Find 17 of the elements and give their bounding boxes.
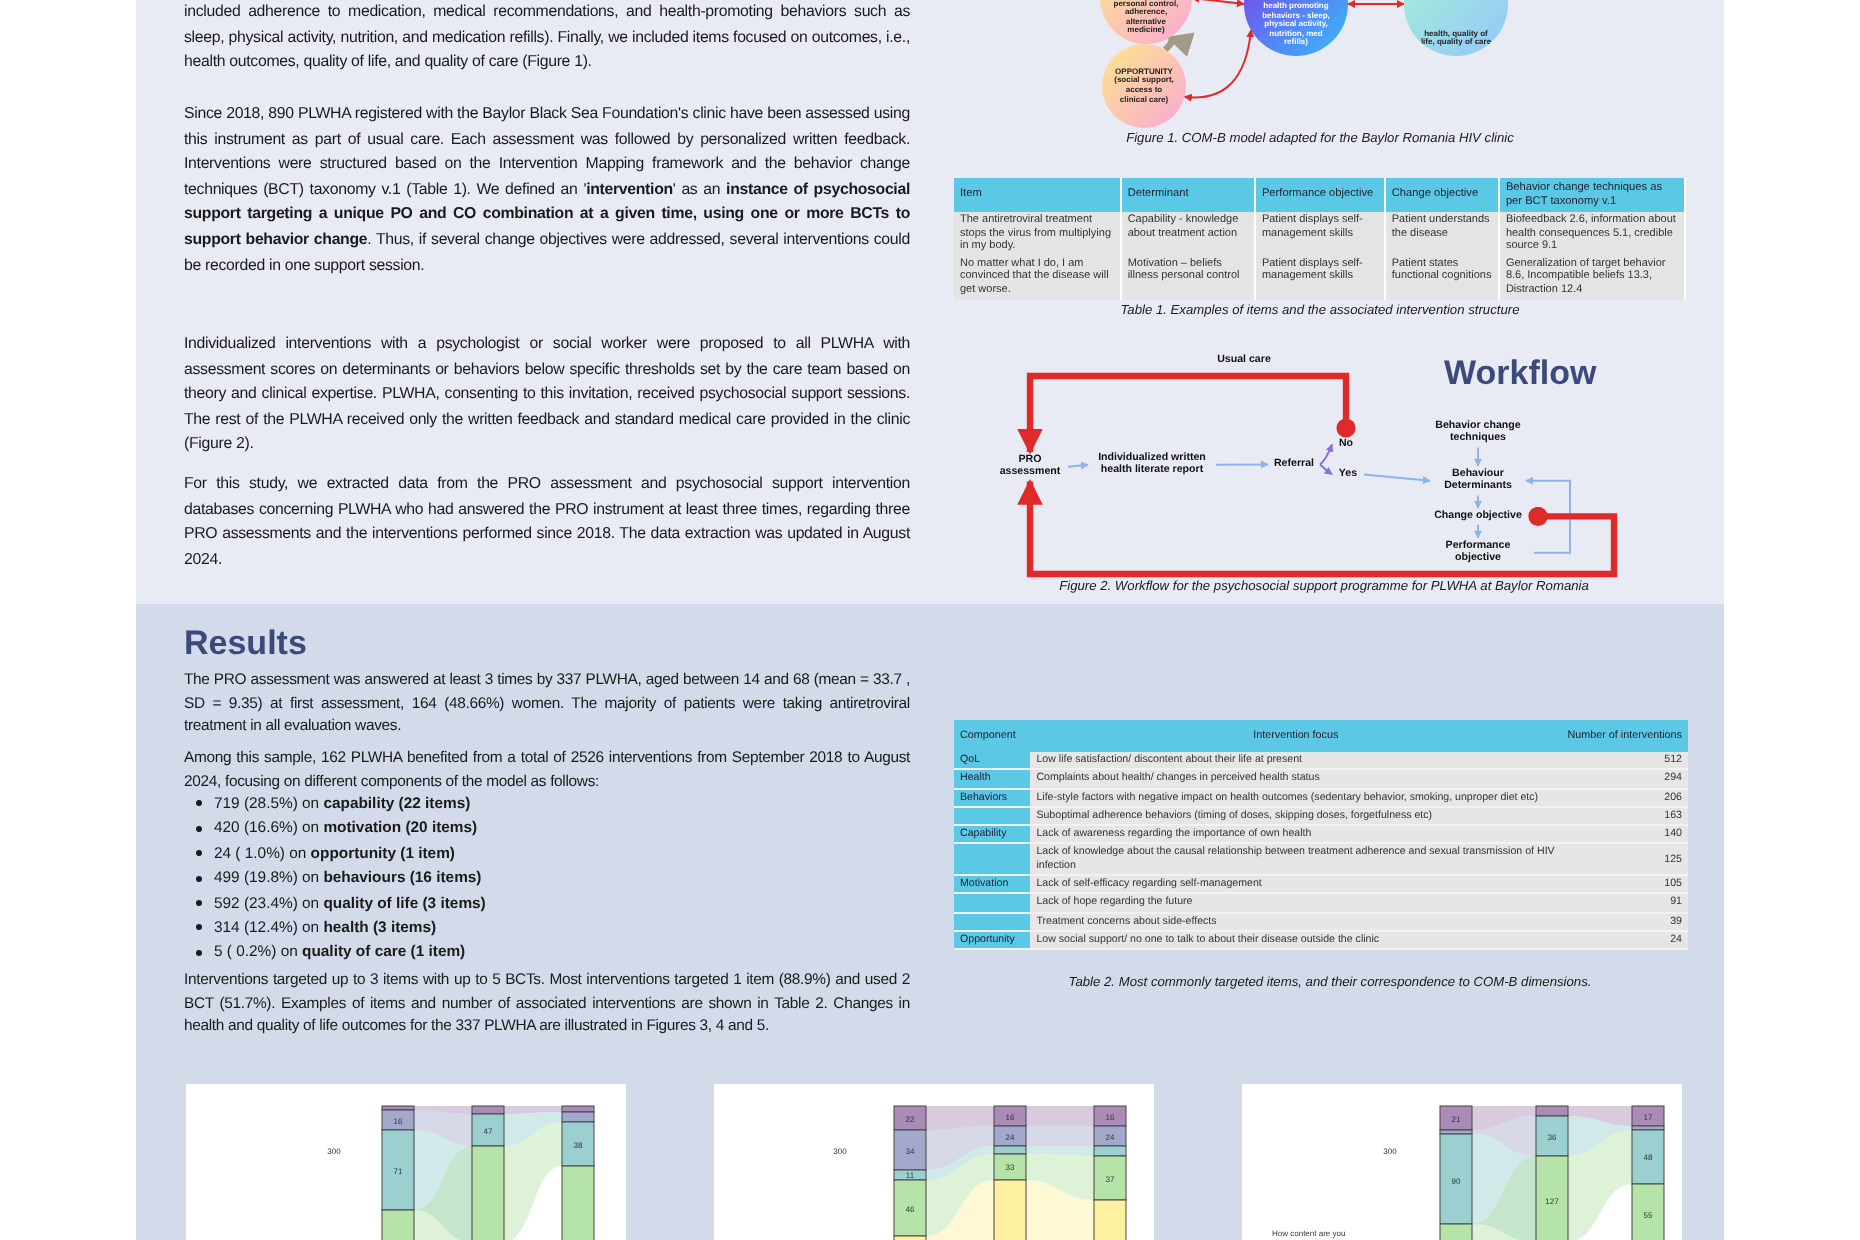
arrow	[1319, 443, 1334, 466]
arrow	[1017, 372, 1356, 455]
arrow	[1474, 446, 1482, 467]
arrow	[1191, 0, 1245, 8]
arrow	[1474, 494, 1482, 509]
arrow	[1363, 473, 1431, 485]
arrow	[1347, 0, 1405, 8]
arrow	[1474, 523, 1482, 539]
arrow	[1067, 461, 1089, 470]
arrow	[1319, 463, 1333, 476]
figure-heading: Workflow	[1444, 354, 1597, 394]
arrow	[1183, 29, 1255, 102]
section-heading: Results	[184, 624, 307, 664]
arrow	[1215, 460, 1269, 469]
arrow	[1525, 476, 1571, 554]
arrow	[1162, 34, 1196, 59]
arrow	[1017, 479, 1618, 578]
